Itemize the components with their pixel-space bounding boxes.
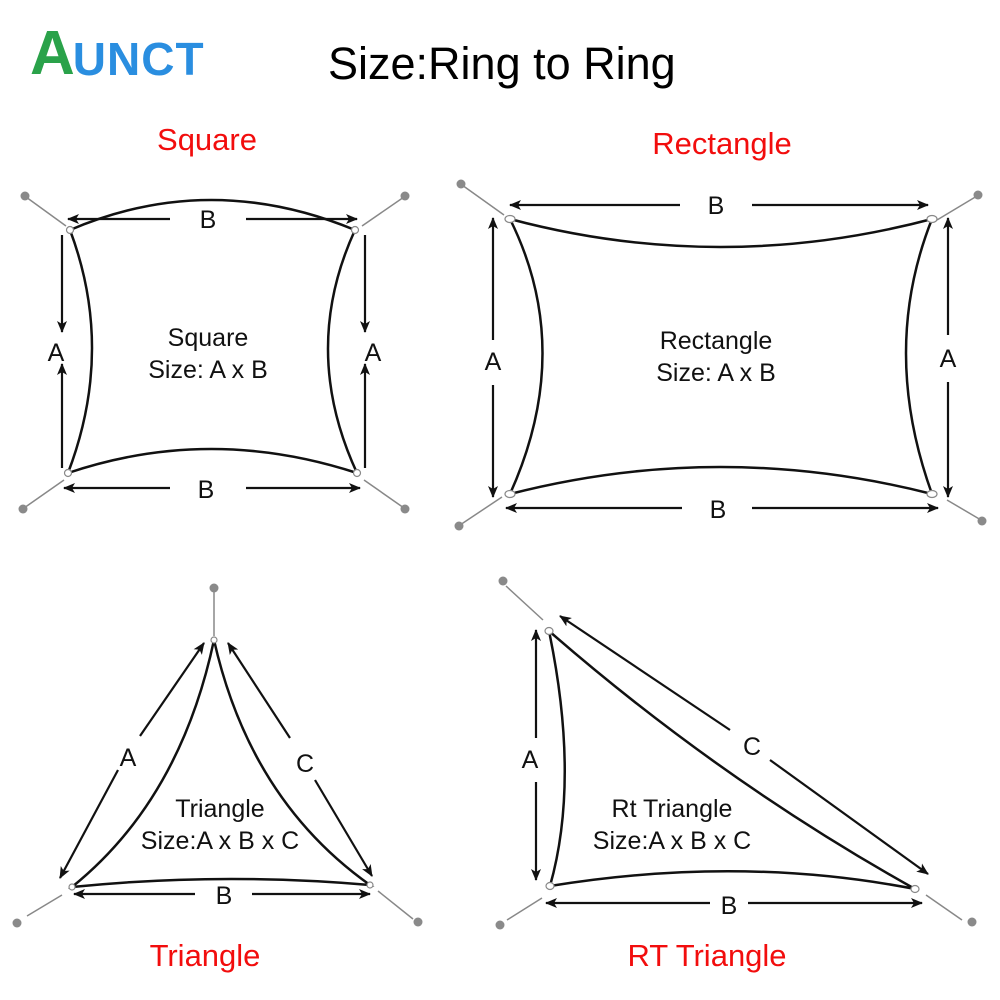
anchor-point-icon — [495, 920, 505, 930]
anchor-point-icon — [454, 521, 464, 531]
rt-triangle-name: Rt Triangle — [611, 795, 733, 823]
rt-triangle-diagram: A B C — [495, 576, 977, 930]
triangle-dim-right: C — [296, 750, 314, 778]
square-dim-top: B — [200, 206, 217, 234]
triangle-diagram: A B C — [12, 583, 423, 928]
rt-triangle-dim-bottom: B — [721, 892, 738, 920]
square-diagram: B B A A — [18, 191, 410, 514]
anchor-point-icon — [413, 917, 423, 927]
anchor-point-icon — [456, 179, 466, 189]
anchor-point-icon — [498, 576, 508, 586]
anchor-point-icon — [12, 918, 22, 928]
anchor-point-icon — [209, 583, 219, 593]
rectangle-dim-left: A — [485, 348, 502, 376]
triangle-dim-bottom: B — [216, 882, 233, 910]
rt-triangle-dim-hypotenuse: C — [743, 733, 761, 761]
brand-logo: A UNCT — [30, 19, 205, 88]
rt-triangle-size: Size:A x B x C — [592, 827, 752, 855]
square-center-text: Square Size: A x B — [148, 322, 268, 386]
rectangle-dim-top: B — [708, 192, 725, 220]
square-dim-left: A — [48, 339, 65, 367]
anchor-point-icon — [400, 504, 410, 514]
logo-text: UNCT — [72, 33, 205, 85]
square-title: Square — [157, 122, 257, 157]
rectangle-title: Rectangle — [652, 126, 792, 161]
anchor-point-icon — [973, 190, 983, 200]
triangle-name: Triangle — [175, 795, 265, 823]
rt-triangle-center-text: Rt Triangle Size:A x B x C — [593, 793, 751, 857]
logo-letter-a: A — [30, 19, 75, 88]
anchor-point-icon — [400, 191, 410, 201]
rt-triangle-title: RT Triangle — [627, 938, 787, 973]
square-dim-bottom: B — [198, 476, 215, 504]
rectangle-diagram: B B A A — [454, 179, 987, 531]
rectangle-dim-bottom: B — [710, 496, 727, 524]
rectangle-dim-right: A — [940, 345, 957, 373]
anchor-point-icon — [967, 917, 977, 927]
logo-letters: UNCT — [73, 36, 205, 82]
rt-triangle-dim-left: A — [522, 746, 539, 774]
triangle-title: Triangle — [149, 938, 261, 973]
anchor-point-icon — [20, 191, 30, 201]
anchor-point-icon — [18, 504, 28, 514]
anchor-point-icon — [977, 516, 987, 526]
triangle-dim-left: A — [120, 744, 137, 772]
rectangle-name: Rectangle — [659, 327, 773, 355]
triangle-center-text: Triangle Size:A x B x C — [141, 793, 299, 857]
rectangle-center-text: Rectangle Size: A x B — [656, 325, 776, 389]
triangle-size: Size:A x B x C — [140, 827, 300, 855]
square-name: Square — [167, 324, 249, 352]
square-dim-right: A — [365, 339, 382, 367]
rectangle-size: Size: A x B — [656, 359, 776, 387]
page-title: Size:Ring to Ring — [328, 38, 676, 89]
square-size: Size: A x B — [148, 356, 268, 384]
